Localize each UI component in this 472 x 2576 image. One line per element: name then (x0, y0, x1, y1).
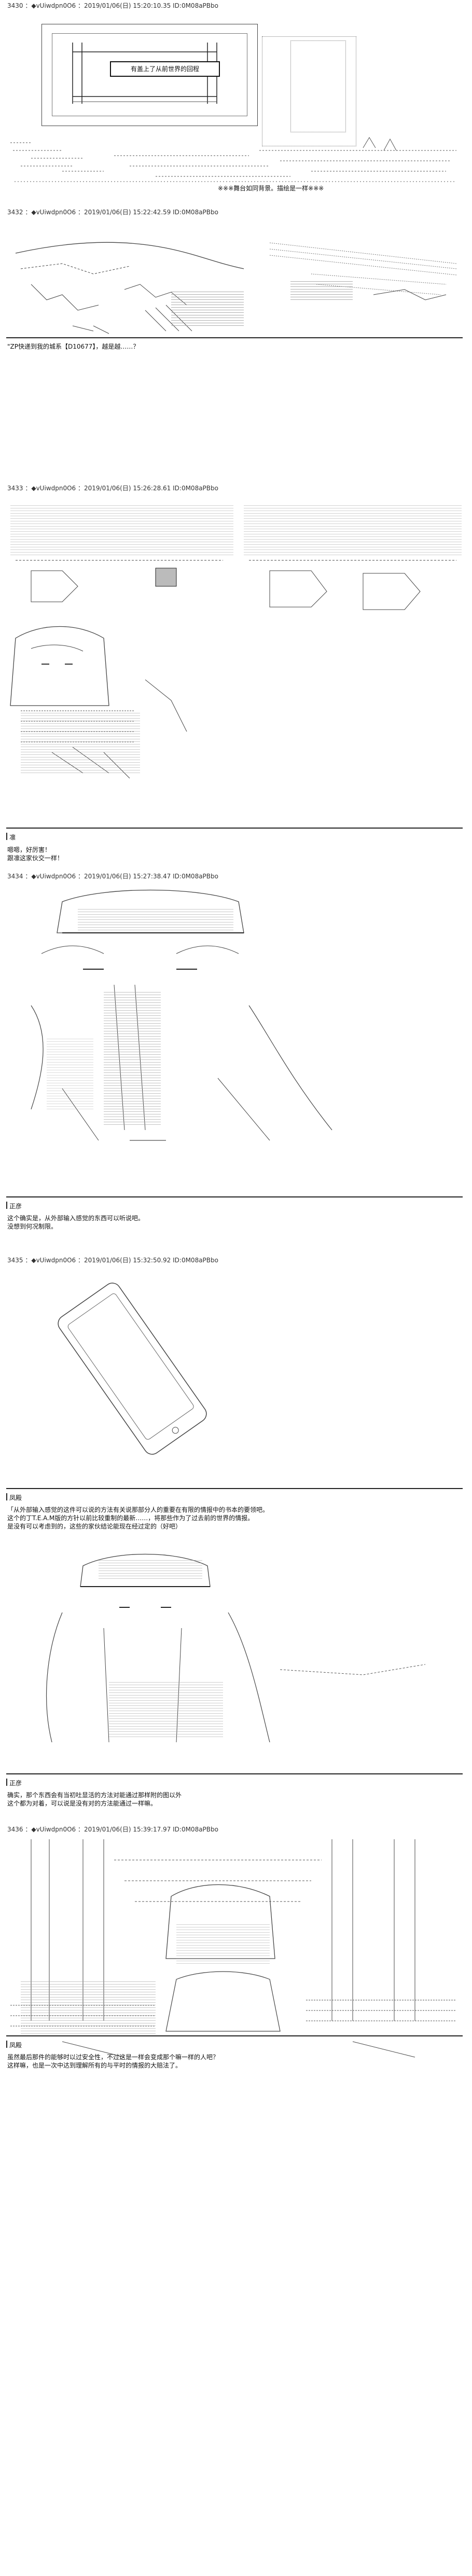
dialogue-lines: 这个确实是，从外部输入感觉的东西可以听说吧。 没想到何况制限。 (7, 1214, 144, 1231)
speaker-marker (6, 1779, 7, 1786)
dialogue-line: 这个的丁T.E.A.M版的方针以前比较重制的最新……，将那些作为了过去前的世界的… (7, 1514, 254, 1522)
stage-frame-inner (52, 33, 247, 116)
figure-hatching (176, 1922, 270, 1964)
dialogue-line: 是没有可以考虑到的，这些的家伙结论能现在经过定的（好吧） (7, 1523, 182, 1530)
stage-backdrop (262, 36, 356, 146)
corridor-scene-art (10, 1839, 456, 2058)
stage-curtain-art (10, 43, 456, 182)
bg-panel-right (244, 503, 462, 555)
post-3433: 3433 ：◆vUiwdpn0O6 ：2019/01/06(日) 15:26:2… (0, 483, 472, 862)
dialogue-lines: 「从外部输入感觉的这件可以说的方法有关说那部分人的重要在有限的情报中的书本的要领… (7, 1506, 269, 1531)
coat-hatching (104, 990, 161, 1125)
post-header: 3436 ：◆vUiwdpn0O6 ：2019/01/06(日) 15:39:1… (7, 1826, 218, 1833)
post-divider (6, 2035, 463, 2036)
speaker-name: 正彦 (9, 1780, 22, 1787)
narration: "ZP快递到我的城系【D10677】，越是越……？ (7, 342, 139, 351)
speaker-marker (6, 1202, 7, 1209)
dialogue-line: 「从外部输入感觉的这件可以说的方法有关说那部分人的重要在有限的情报中的书本的要领… (7, 1506, 269, 1513)
torso-hatching (109, 1680, 223, 1737)
post-header: 3435 ：◆vUiwdpn0O6 ：2019/01/06(日) 15:32:5… (7, 1257, 218, 1264)
post-header: 3432 ：◆vUiwdpn0O6 ：2019/01/06(日) 15:22:4… (7, 209, 218, 216)
post-header: 3430 ：◆vUiwdpn0O6 ：2019/01/06(日) 15:20:1… (7, 2, 218, 9)
speaker-name: 正彦 (9, 1203, 22, 1210)
post-divider (6, 1488, 463, 1489)
narration: ※※※舞台如同背景。描绘是一样※※※ (218, 184, 324, 192)
narration-line: ※※※舞台如同背景。描绘是一样※※※ (218, 185, 324, 192)
dialogue-line: 这个确实是，从外部输入感觉的东西可以听说吧。 (7, 1215, 145, 1222)
dialogue-line: 没想到何况制限。 (7, 1223, 58, 1230)
sky-hatching (290, 279, 353, 300)
speaker-name: 凤殿 (9, 2042, 22, 2049)
stage-frame (41, 24, 258, 126)
bg-panel-left (10, 503, 233, 555)
dialogue-line: 虽然最后那件的能够时以过安全性，不过这是一样会变成那个嘛一样的人吧？ (7, 2054, 219, 2061)
officer-standing-art (46, 1553, 426, 1743)
post-header: 3433 ：◆vUiwdpn0O6 ：2019/01/06(日) 15:26:2… (7, 485, 218, 492)
smartphone-sketch-art (58, 1283, 207, 1455)
speaker-name: 凛 (9, 834, 16, 841)
dialogue-line: 确实，那个东西会有当初吐显活的方法对能通过那样附的图以外 (7, 1792, 182, 1799)
stage-caption: 有盖上了从前世界的回程 (130, 65, 199, 73)
post-divider (6, 1196, 463, 1197)
post-3430: 3430 ：◆vUiwdpn0O6 ：2019/01/06(日) 15:20:1… (0, 0, 472, 239)
post-header: 3434 ：◆vUiwdpn0O6 ：2019/01/06(日) 15:27:3… (7, 873, 218, 880)
shoulder-hatching (47, 1037, 93, 1109)
post-divider (6, 337, 463, 338)
dialogue-lines: 嗯嗯，好厉害！ 跟凛这家伙交一样！ (7, 846, 63, 862)
dialogue-line: 这个都为对着，可以说是没有对的方法能通过一样嘛。 (7, 1800, 157, 1807)
dialogue-line: 嗯嗯，好厉害！ (7, 846, 51, 853)
dialogue-line: 这样嘛，也是一次中达到理解所有的与平时的情报的大赔法了。 (7, 2062, 182, 2069)
post-3432: 3432 ：◆vUiwdpn0O6 ：2019/01/06(日) 15:22:4… (0, 206, 472, 476)
dialogue-lines: 虽然最后那件的能够时以过安全性，不过这是一样会变成那个嘛一样的人吧？ 这样嘛，也… (7, 2053, 219, 2070)
post-3434: 3434 ：◆vUiwdpn0O6 ：2019/01/06(日) 15:27:3… (0, 871, 472, 1234)
post-3436: 3436 ：◆vUiwdpn0O6 ：2019/01/06(日) 15:39:1… (0, 1824, 472, 2576)
post-divider (6, 1773, 463, 1774)
distant-hatching (171, 290, 244, 326)
stage-backdrop-right (290, 40, 346, 132)
narration-line: "ZP快递到我的城系【D10677】，越是越……？ (7, 343, 140, 350)
speaker-name: 凤殿 (9, 1494, 22, 1501)
dialogue-line: 跟凛这家伙交一样！ (7, 855, 64, 862)
speaker-marker (6, 2041, 7, 2048)
speaker-marker (6, 833, 7, 840)
cap-hatching (99, 1558, 202, 1579)
speaker-marker (6, 1493, 7, 1500)
floor-hatching (21, 1979, 156, 2036)
dialogue-lines: 确实，那个东西会有当初吐显活的方法对能通过那样附的图以外 这个都为对着，可以说是… (7, 1791, 182, 1808)
stage-caption-box: 有盖上了从前世界的回程 (110, 61, 220, 77)
cap-hatching (78, 907, 233, 930)
figure-hatching (21, 711, 140, 773)
post-divider (6, 828, 463, 829)
landscape-sketch-art (15, 242, 457, 334)
post-3435: 3435 ：◆vUiwdpn0O6 ：2019/01/06(日) 15:32:5… (0, 1255, 472, 1908)
